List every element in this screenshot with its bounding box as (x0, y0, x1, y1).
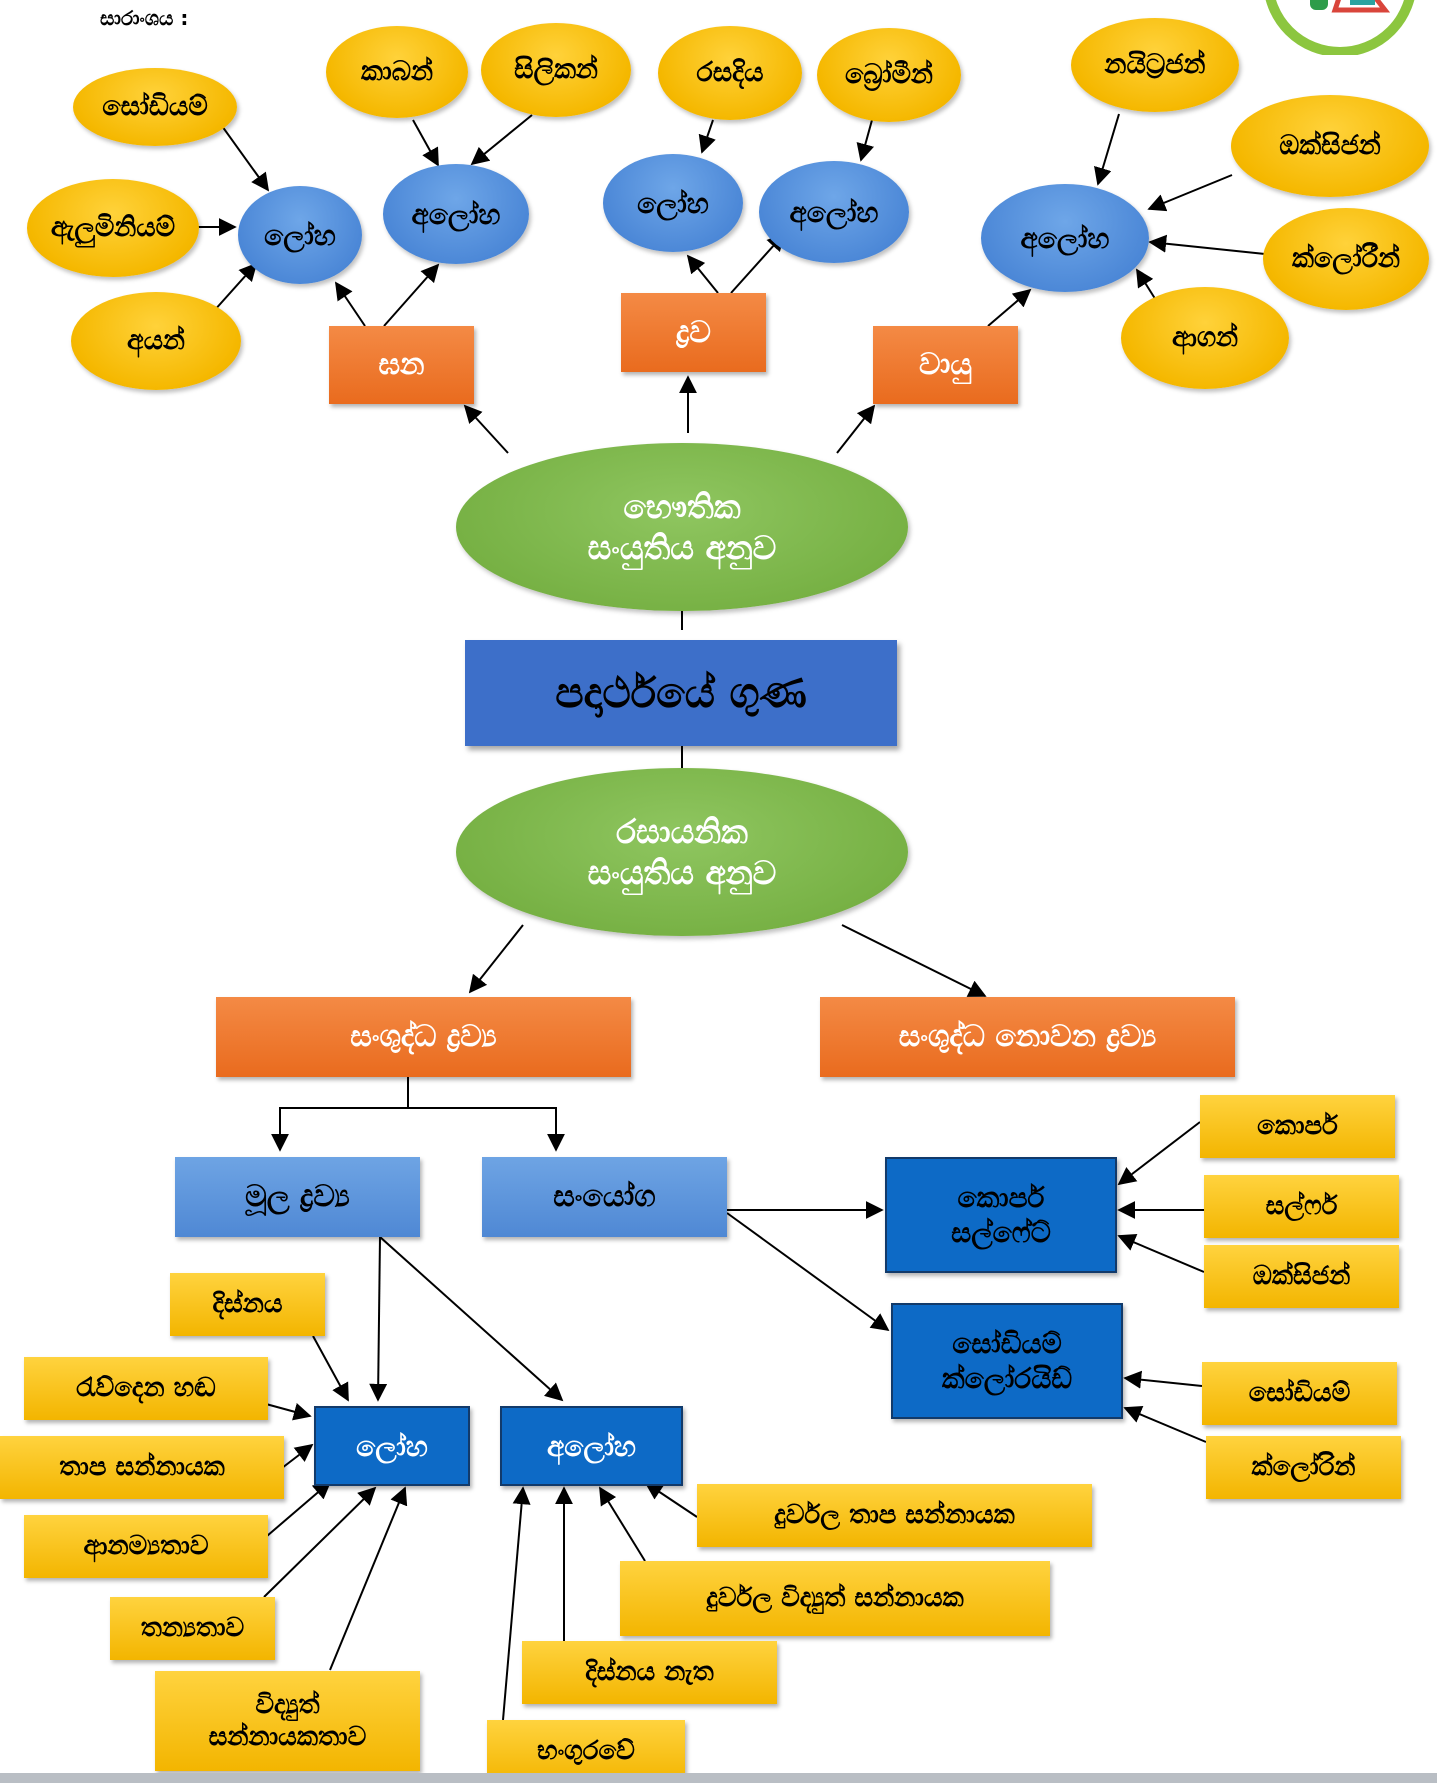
example-nitrogen: නයිට්‍රජන් (1071, 18, 1239, 112)
example-aluminium: ඇලුමිනියම් (27, 179, 199, 277)
solid-metal-node: ලෝහ (238, 186, 362, 284)
component-oxygen: ඔක්සිජන් (1204, 1245, 1399, 1308)
solid-nonmetal-node: අලෝහ (383, 164, 529, 264)
state-gas-box: වායු (873, 326, 1018, 404)
summary-label: සාරාංශය : (100, 6, 189, 30)
nonmetal-property-brittle: භංගුරවේ (487, 1720, 685, 1783)
physical-label-line1: භෞතික (623, 486, 741, 526)
component-sodium: සෝඩියම් (1202, 1362, 1397, 1425)
sodium-chloride-line1: සෝඩියම් (952, 1327, 1062, 1360)
liquid-metal-node: ලෝහ (603, 154, 743, 252)
electrical-conductivity-line2: සන්නායකතාව (208, 1722, 367, 1752)
example-sodium: සෝඩියම් (73, 68, 237, 146)
metal-property-ductility: තන්‍යතාව (110, 1597, 275, 1660)
component-chlorine: ක්ලෝරින් (1206, 1436, 1401, 1499)
example-chlorine: ක්ලෝරීන් (1263, 208, 1429, 310)
component-copper: කොපර් (1200, 1095, 1395, 1158)
example-mercury: රසදිය (658, 26, 802, 120)
example-oxygen: ඔක්සිජන් (1231, 95, 1429, 197)
physical-label-line2: සංයුතිය අනුව (587, 528, 777, 567)
sodium-chloride-box: සෝඩියම් ක්ලෝරයිඩ් (891, 1303, 1123, 1419)
corner-logo (1255, 0, 1425, 55)
metal-property-malleability: ආනම්‍යතාව (24, 1515, 268, 1578)
electrical-conductivity-line1: විද්‍යුත් (255, 1689, 320, 1720)
gas-nonmetal-node: අලෝහ (981, 184, 1149, 292)
nonmetal-property-poor-heat-conductor: දුර්වල තාප සන්නායක (697, 1484, 1092, 1547)
metal-property-electrical-conductivity: විද්‍යුත් සන්නායකතාව (155, 1671, 420, 1771)
physical-composition-node: භෞතික සංයුතිය අනුව (456, 443, 908, 611)
example-silicon: සිලිකන් (481, 23, 631, 117)
metal-property-sonorous: රැව්දෙන හඬ (24, 1357, 268, 1420)
sodium-chloride-line2: ක්ලෝරයිඩ් (941, 1362, 1073, 1395)
state-solid-box: ඝන (329, 326, 474, 404)
element-box: මූල ද්‍රව්‍ය (175, 1157, 420, 1237)
properties-of-matter-title: පදාර්ථයේ ගුණ (465, 640, 897, 746)
chemical-composition-node: රසායනික සංයුතිය අනුව (456, 768, 908, 936)
chemical-label-line2: සංයුතිය අනුව (587, 853, 777, 892)
footer-strip (0, 1773, 1437, 1783)
element-nonmetal-box: අලෝහ (500, 1406, 683, 1486)
component-sulphur: සල්ෆර් (1204, 1175, 1399, 1238)
liquid-nonmetal-node: අලෝහ (759, 161, 909, 263)
metal-property-heat-conductor: තාප සන්නායක (0, 1436, 284, 1499)
compound-box: සංයෝග (482, 1157, 727, 1237)
nonmetal-property-poor-electrical-conductor: දුර්වල විද්‍යුත් සන්නායක (620, 1561, 1050, 1636)
copper-sulphate-line1: කොපර් (957, 1181, 1045, 1214)
element-metal-box: ලෝහ (314, 1406, 470, 1486)
example-iron: අයන් (71, 292, 241, 390)
copper-sulphate-box: කොපර් සල්ෆේට් (885, 1157, 1117, 1273)
state-liquid-box: ද්‍රව (621, 293, 766, 372)
impure-substance-box: සංශුද්ධ නොවන ද්‍රව්‍ය (820, 997, 1235, 1077)
pure-substance-box: සංශුද්ධ ද්‍රව්‍ය (216, 997, 631, 1077)
chemical-label-line1: රසායනික (616, 811, 748, 851)
nonmetal-property-no-lustre: දිස්නය නැත (522, 1641, 777, 1704)
example-argon: ආගන් (1121, 287, 1289, 389)
example-carbon: කාබන් (326, 26, 468, 118)
example-bromine: බ්‍රෝමීන් (817, 28, 961, 122)
copper-sulphate-line2: සල්ෆේට් (951, 1216, 1051, 1249)
metal-property-lustre: දිස්නය (170, 1273, 325, 1336)
